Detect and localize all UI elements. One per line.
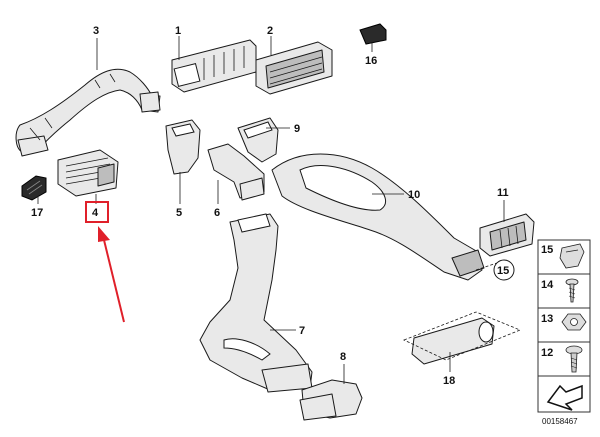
legend-label-15: 15 <box>541 244 553 256</box>
callout-10: 10 <box>408 189 420 201</box>
part-18-tube[interactable] <box>411 317 495 365</box>
callout-15-circle <box>493 259 515 281</box>
diagram-id: 00158467 <box>542 417 578 426</box>
callout-9: 9 <box>294 123 300 135</box>
part-8-short-duct[interactable] <box>299 379 363 421</box>
legend-label-13: 13 <box>541 313 553 325</box>
part-6-elbow-duct[interactable] <box>207 143 265 201</box>
callout-1: 1 <box>175 25 181 37</box>
part-17-vent-cover[interactable] <box>21 175 47 201</box>
part-4-vent[interactable] <box>57 149 119 197</box>
callout-4: 4 <box>92 207 99 219</box>
bolt-icon <box>565 345 583 373</box>
legend-label-12: 12 <box>541 347 553 359</box>
callout-11: 11 <box>497 187 509 199</box>
callout-5: 5 <box>176 207 182 219</box>
part-11-rear-vent[interactable] <box>479 213 535 257</box>
callout-8: 8 <box>340 351 346 363</box>
legend-label-14: 14 <box>541 279 554 291</box>
part-5-connector[interactable] <box>165 119 201 175</box>
callout-6: 6 <box>214 207 220 219</box>
callout-17: 17 <box>31 207 43 219</box>
part-10-floor-duct[interactable] <box>271 153 485 281</box>
nut-icon <box>561 313 587 331</box>
screw-icon <box>565 278 579 303</box>
part-3-duct[interactable] <box>15 68 161 157</box>
legend-panel: 15 14 13 12 00158467 <box>537 239 591 426</box>
callout-15: 15 <box>497 265 509 277</box>
outline-arrow-icon <box>546 384 583 411</box>
callout-16: 16 <box>365 55 377 67</box>
callout-18: 18 <box>443 375 455 387</box>
callout-7: 7 <box>299 325 305 337</box>
callout-2: 2 <box>267 25 273 37</box>
part-1-vent-housing[interactable] <box>171 39 257 93</box>
part-7-vertical-duct[interactable] <box>199 213 313 393</box>
highlight-box <box>85 201 109 223</box>
legend-cell-12 <box>537 341 591 377</box>
legend-cell-14 <box>537 273 591 309</box>
callout-3: 3 <box>93 25 99 37</box>
part-9-nozzle[interactable] <box>237 117 279 163</box>
part-16-clip[interactable] <box>359 23 387 45</box>
clip-icon <box>559 243 585 269</box>
part-2-center-grille[interactable] <box>255 41 333 95</box>
red-arrow <box>98 226 125 323</box>
dashed-outline-18 <box>402 311 522 361</box>
